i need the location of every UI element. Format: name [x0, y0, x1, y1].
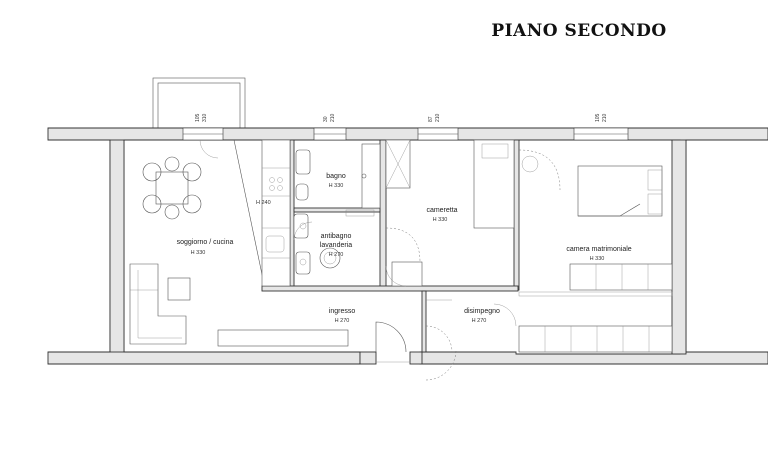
- room-bagno-label: bagno: [326, 173, 346, 180]
- window-1-width: 105: [195, 113, 201, 122]
- room-disimpegno-label: disimpegno: [464, 308, 500, 315]
- window-3-width: 87: [428, 116, 434, 122]
- camera-furniture: [518, 149, 673, 353]
- west-wall: [109, 139, 125, 353]
- window-1-height: 310: [202, 113, 208, 122]
- cameretta-furniture: [385, 139, 515, 287]
- room-soggiorno-label: soggiorno / cucina: [177, 239, 234, 246]
- room-bagno-height: H 330: [329, 183, 344, 189]
- room-ingresso-label: ingresso: [329, 308, 356, 315]
- dining-table: [142, 156, 202, 220]
- doors: [199, 139, 517, 381]
- kitchen: H 240: [233, 139, 291, 287]
- window-2-height: 210: [330, 113, 336, 122]
- bathroom-fixtures: [293, 143, 381, 275]
- window-2-width: 30: [323, 116, 329, 122]
- room-antibagno-label: antibagno: [321, 233, 352, 240]
- window-4-height: 210: [602, 113, 608, 122]
- interior-walls: [261, 139, 673, 353]
- room-lavanderia-label: lavanderia: [320, 242, 352, 249]
- room-cameretta-height: H 330: [433, 217, 448, 223]
- room-camera-height: H 330: [590, 256, 605, 262]
- room-cameretta-label: cameretta: [426, 207, 457, 214]
- room-camera-label: camera matrimoniale: [566, 246, 631, 253]
- room-labels: soggiorno / cucina H 330 bagno H 330 ant…: [177, 173, 632, 324]
- plan-title: PIANO SECONDO: [491, 21, 666, 41]
- window-3-height: 210: [435, 113, 441, 122]
- room-ingresso-height: H 270: [335, 318, 350, 324]
- balcony: [152, 77, 246, 131]
- north-windows: [182, 127, 629, 141]
- living-furniture: [129, 263, 349, 347]
- east-wall: [671, 139, 687, 355]
- kitchen-height: H 240: [256, 200, 271, 206]
- room-soggiorno-height: H 330: [191, 250, 206, 256]
- exterior-walls: [47, 127, 768, 365]
- room-antibagno-height: H 270: [329, 252, 344, 258]
- window-4-width: 105: [595, 113, 601, 122]
- room-disimpegno-height: H 270: [472, 318, 487, 324]
- window-dimensions: 105 310 30 210 87 210 105 210: [195, 113, 608, 122]
